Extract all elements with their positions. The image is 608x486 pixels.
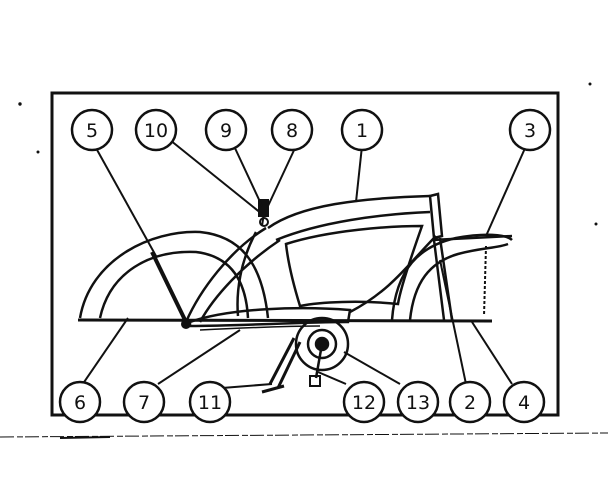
callout-4: 4 [502, 380, 546, 424]
callout-10-label: 10 [144, 120, 168, 142]
rear-fender [78, 230, 270, 319]
front-fender [390, 233, 513, 321]
callout-10: 10 [134, 108, 178, 152]
callout-12-label: 12 [352, 392, 376, 414]
chain-guard [188, 306, 352, 331]
callout-11: 11 [188, 380, 232, 424]
scan-artifacts [0, 82, 608, 439]
bicycle-frame [184, 192, 444, 323]
callout-1-label: 1 [356, 120, 368, 142]
callout-11-label: 11 [198, 392, 222, 414]
callout-3-label: 3 [524, 120, 536, 142]
seat-post-assembly [258, 199, 269, 227]
callout-13: 13 [396, 380, 440, 424]
callout-8-label: 8 [286, 120, 298, 142]
callout-5-label: 5 [86, 120, 98, 142]
callout-8: 8 [270, 108, 314, 152]
callout-group: 5 10 9 8 1 3 6 7 [58, 108, 552, 424]
ground-line [77, 318, 493, 323]
leader-lines [79, 139, 527, 389]
callout-9-label: 9 [220, 120, 232, 142]
callout-6: 6 [58, 380, 102, 424]
callout-12: 12 [342, 380, 386, 424]
callout-1: 1 [340, 108, 384, 152]
callout-2: 2 [448, 380, 492, 424]
callout-4-label: 4 [518, 392, 530, 414]
diagram-border [50, 91, 560, 417]
rear-brace [150, 251, 188, 323]
callout-13-label: 13 [406, 392, 430, 414]
kickstand [261, 337, 302, 394]
callout-7: 7 [122, 380, 166, 424]
crank-sprocket [294, 316, 350, 387]
callout-7-label: 7 [138, 392, 150, 414]
callout-3: 3 [508, 108, 552, 152]
callout-2-label: 2 [464, 392, 476, 414]
callout-6-label: 6 [74, 392, 86, 414]
rear-axle [181, 319, 191, 329]
callout-5: 5 [70, 108, 114, 152]
callout-9: 9 [204, 108, 248, 152]
